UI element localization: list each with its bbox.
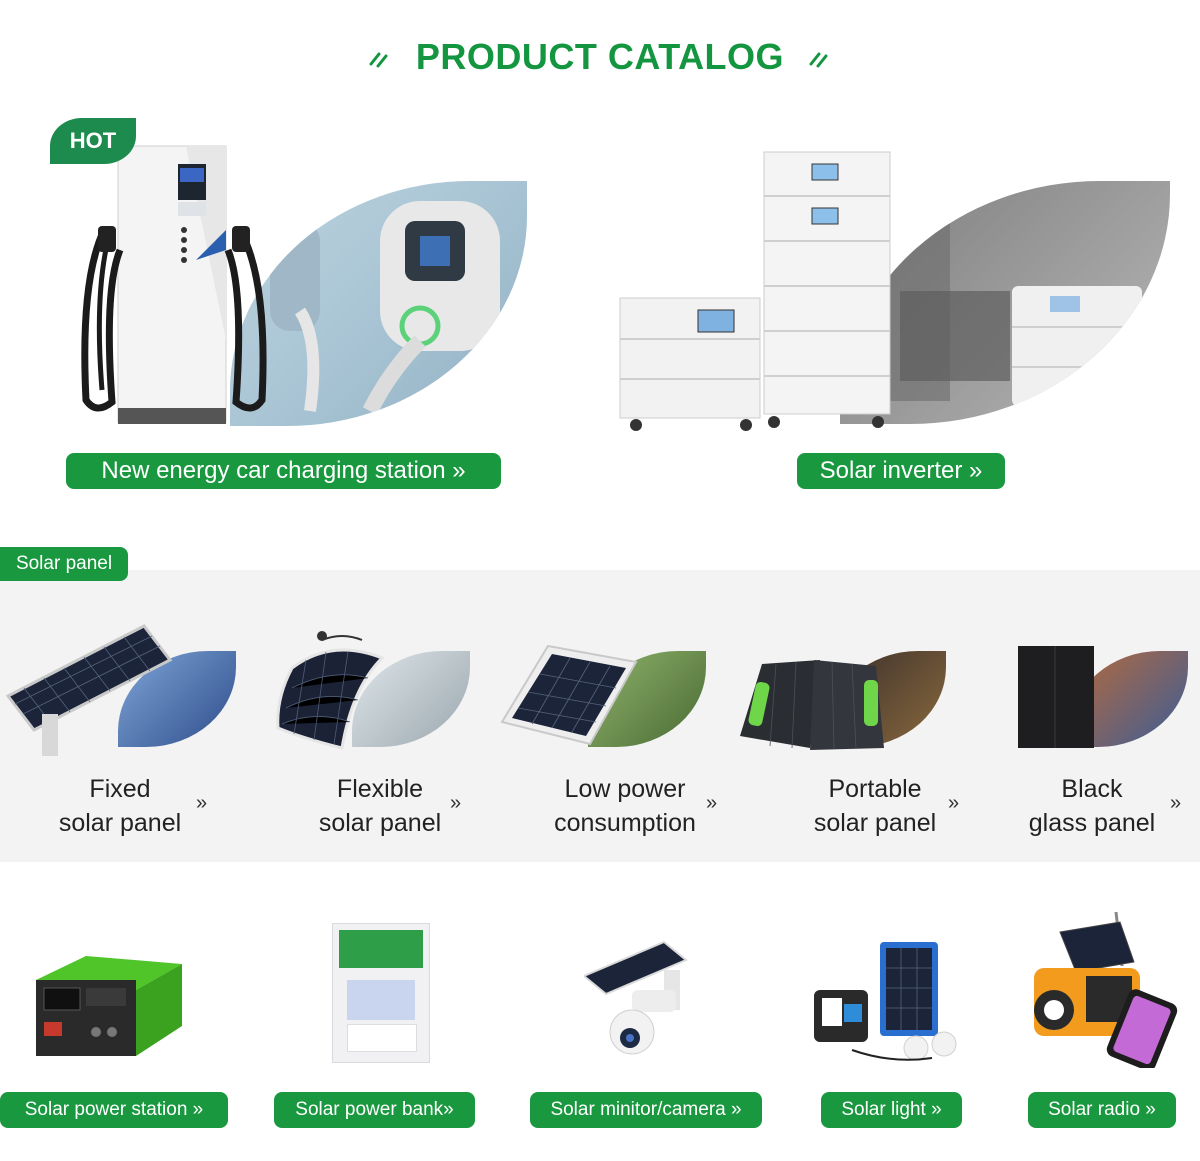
ev-charger-scene-image — [230, 181, 527, 426]
flexible-solar-panel-label[interactable]: Flexible solar panel — [318, 775, 442, 837]
solar-light-button[interactable]: Solar light » — [821, 1092, 962, 1128]
ev-charger-product-image — [76, 140, 276, 430]
portable-solar-panel-label[interactable]: Portable solar panel — [813, 775, 937, 837]
solar-radio-image — [1030, 906, 1180, 1071]
solar-power-bank-button[interactable]: Solar power bank» — [274, 1092, 475, 1128]
black-glass-panel-image — [1018, 646, 1094, 748]
low-power-consumption-label[interactable]: Low power consumption — [554, 775, 696, 837]
chevron-right-icon[interactable]: » — [450, 792, 462, 814]
solar-radio-button[interactable]: Solar radio » — [1028, 1092, 1176, 1128]
catalog-header: PRODUCT CATALOG — [0, 36, 1200, 78]
chevron-right-icon[interactable]: » — [706, 792, 718, 814]
solar-power-station-image — [36, 952, 186, 1060]
hot-badge: HOT — [50, 118, 136, 164]
inverter-product-image — [616, 150, 896, 440]
chevron-right-icon[interactable]: » — [196, 792, 208, 814]
solar-camera-image — [582, 940, 694, 1060]
portable-solar-panel-image — [736, 656, 886, 756]
low-power-solar-panel-image — [498, 640, 648, 750]
double-slash-icon — [369, 52, 388, 68]
black-glass-panel-label[interactable]: Black glass panel — [1028, 775, 1156, 837]
solar-inverter-button[interactable]: Solar inverter » — [797, 453, 1005, 489]
solar-camera-button[interactable]: Solar minitor/camera » — [530, 1092, 762, 1128]
fixed-solar-panel-label[interactable]: Fixed solar panel — [58, 775, 182, 837]
flexible-solar-panel-image — [272, 628, 452, 756]
solar-light-image — [812, 940, 978, 1066]
chevron-right-icon[interactable]: » — [1170, 792, 1182, 814]
page-title: PRODUCT CATALOG — [415, 36, 785, 77]
solar-power-station-button[interactable]: Solar power station » — [0, 1092, 228, 1128]
double-slash-icon — [809, 52, 828, 68]
solar-power-bank-image — [332, 923, 430, 1063]
ev-charging-station-button[interactable]: New energy car charging station » — [66, 453, 501, 489]
fixed-solar-panel-image — [4, 624, 174, 759]
chevron-right-icon[interactable]: » — [948, 792, 960, 814]
section-tab-solar-panel[interactable]: Solar panel — [0, 547, 128, 581]
